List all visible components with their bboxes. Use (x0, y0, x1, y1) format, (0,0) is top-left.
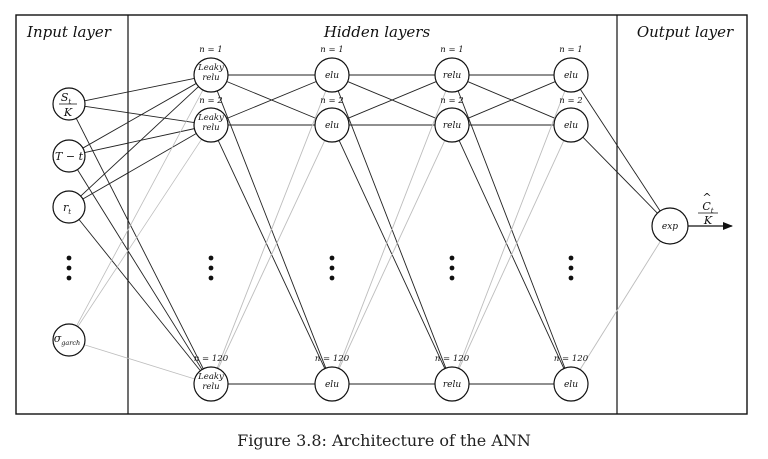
connection-line (347, 81, 437, 119)
connection-line (457, 90, 566, 369)
s-over-k-subscript: t (68, 98, 71, 106)
node-index-label: n = 1 (440, 45, 463, 55)
elu-node (314, 57, 350, 93)
connection-line (579, 88, 661, 212)
activation-label: relu (443, 121, 462, 131)
hidden-layer-2: n = 1 elu n = 2 elu n = 120 elu (314, 45, 350, 402)
input-layer-header: Input layer (26, 23, 112, 41)
activation-label: elu (564, 121, 578, 131)
connection-line (338, 140, 446, 369)
output-denominator: K (703, 214, 713, 227)
node-index-label: n = 1 (559, 45, 582, 55)
connection-line (75, 118, 204, 370)
output-activation-label: exp (662, 222, 678, 232)
hidden-ellipsis-dots (449, 255, 455, 281)
node-index-label: n = 1 (320, 45, 343, 55)
hidden-layer-3: n = 1 relu n = 2 relu n = 120 relu (434, 45, 470, 402)
node-index-label: n = 120 (554, 354, 589, 364)
ann-diagram: Input layer Hidden layers Output layer S… (15, 14, 748, 415)
output-numerator: C (702, 200, 711, 213)
hidden-ellipsis-dots (208, 255, 214, 281)
garch-label: σ (54, 332, 62, 345)
input-node-rate: rt (52, 190, 86, 224)
node-index-label: n = 2 (440, 96, 463, 106)
connection-line (80, 86, 199, 197)
elu-node (314, 107, 350, 143)
connection-line (582, 136, 658, 214)
rate-subscript: t (68, 208, 71, 216)
activation-label: elu (325, 71, 339, 81)
connection-line (84, 105, 195, 123)
connection-line (226, 81, 317, 119)
connection-line (216, 90, 327, 369)
node-index-label: n = 2 (320, 96, 343, 106)
node-index-label: n = 120 (194, 354, 229, 364)
connection-line (579, 241, 661, 370)
input-ellipsis-dots (66, 255, 72, 281)
diagram-frame (15, 14, 748, 415)
node-index-label: n = 120 (435, 354, 470, 364)
leaky-relu-node (193, 107, 229, 143)
connection-line (84, 344, 195, 380)
garch-subscript: garch (61, 339, 80, 347)
connections (75, 74, 661, 385)
connection-line (467, 81, 556, 119)
activation-label: elu (325, 121, 339, 131)
connection-line (77, 169, 203, 370)
node-index-label: n = 2 (199, 96, 222, 106)
activation-label: Leaky relu (198, 113, 224, 133)
activation-label: relu (443, 380, 462, 390)
input-node-garch: σgarch (52, 323, 86, 357)
activation-label: relu (443, 71, 462, 81)
time-to-maturity-label: T − t (55, 150, 84, 163)
activation-label: Leaky relu (198, 372, 224, 392)
relu-node (434, 57, 470, 93)
input-node-time-to-maturity: T − t (52, 139, 86, 173)
connection-line (82, 83, 197, 149)
hidden-layers-header: Hidden layers (323, 23, 431, 41)
s-over-k-numerator: S (61, 91, 69, 104)
activation-label: Leaky relu (198, 63, 224, 83)
connection-line (84, 128, 195, 154)
elu-node (553, 107, 589, 143)
elu-node (553, 366, 589, 402)
connection-line (84, 77, 195, 102)
leaky-relu-node (193, 57, 229, 93)
connection-line (217, 140, 326, 369)
elu-node (553, 57, 589, 93)
node-index-label: n = 120 (315, 354, 350, 364)
connection-line (337, 90, 447, 369)
connection-line (458, 140, 565, 369)
hidden-layer-4: n = 1 elu n = 2 elu n = 120 elu (553, 45, 589, 402)
activation-label: elu (564, 380, 578, 390)
node-index-label: n = 1 (199, 45, 222, 55)
svg-text:^: ^ (702, 191, 711, 204)
hidden-layer-1: n = 1 Leaky relu n = 2 Leaky relu n = 12… (193, 45, 229, 402)
relu-node (434, 107, 470, 143)
input-node-s-over-k: St K (52, 87, 86, 121)
output-node: exp (651, 207, 689, 245)
output-layer-header: Output layer (637, 23, 734, 41)
leaky-relu-node (193, 366, 229, 402)
s-over-k-denominator: K (63, 106, 73, 119)
hidden-ellipsis-dots (568, 255, 574, 281)
relu-node (434, 366, 470, 402)
svg-text:rt: rt (63, 201, 71, 216)
hidden-ellipsis-dots (329, 255, 335, 281)
node-index-label: n = 2 (559, 96, 582, 106)
svg-text:Ct: Ct (702, 200, 713, 215)
output-subscript: t (711, 207, 714, 215)
activation-label: elu (325, 380, 339, 390)
connection-line (76, 89, 204, 327)
svg-text:σgarch: σgarch (54, 332, 81, 347)
activation-label: elu (564, 71, 578, 81)
connection-line (77, 138, 202, 327)
output-label: ^ Ct K (698, 191, 718, 227)
rate-label: r (63, 201, 69, 214)
figure-caption: Figure 3.8: Architecture of the ANN (237, 431, 531, 450)
connection-line (82, 133, 197, 200)
svg-text:St: St (61, 91, 72, 106)
elu-node (314, 366, 350, 402)
connection-line (78, 219, 201, 372)
